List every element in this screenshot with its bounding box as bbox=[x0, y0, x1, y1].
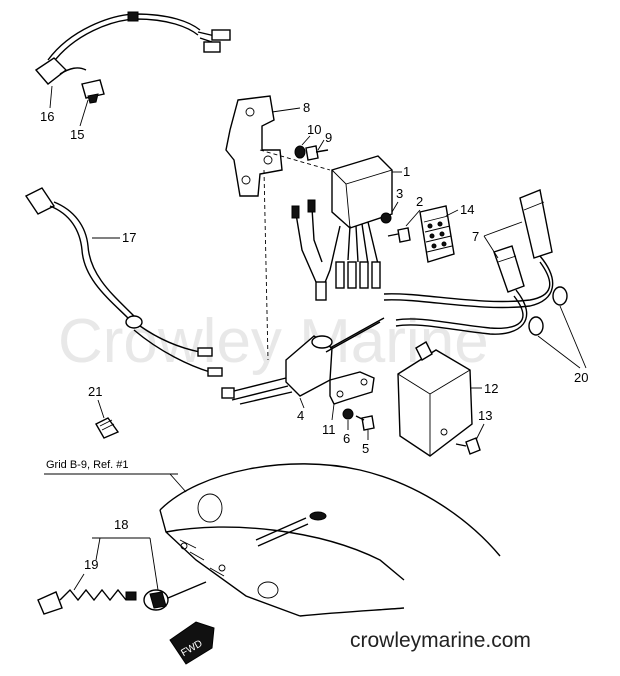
part-13-screw bbox=[455, 437, 481, 455]
part-8-bracket bbox=[225, 95, 331, 197]
part-11-bracket bbox=[329, 371, 375, 405]
part-6-washer bbox=[342, 408, 354, 420]
callout-1: 1 bbox=[403, 164, 410, 179]
callout-12: 12 bbox=[484, 381, 498, 396]
part-14-terminal-block bbox=[419, 205, 455, 263]
part-7-plug-cap bbox=[493, 189, 553, 293]
callout-13: 13 bbox=[478, 408, 492, 423]
callout-21: 21 bbox=[88, 384, 102, 399]
callout-19: 19 bbox=[84, 557, 98, 572]
part-15-sensor bbox=[81, 79, 105, 104]
callout-3: 3 bbox=[396, 186, 403, 201]
part-21-plug bbox=[95, 417, 120, 439]
part-20-ht-leads bbox=[383, 255, 568, 336]
callout-14: 14 bbox=[460, 202, 474, 217]
part-16-cable bbox=[34, 11, 231, 85]
callout-18: 18 bbox=[114, 517, 128, 532]
callout-7: 7 bbox=[472, 229, 479, 244]
fwd-arrow-icon: FWD bbox=[169, 621, 215, 665]
callout-10: 10 bbox=[307, 122, 321, 137]
callout-9: 9 bbox=[325, 130, 332, 145]
part-10-washer bbox=[294, 145, 306, 159]
callout-5: 5 bbox=[362, 441, 369, 456]
callout-11: 11 bbox=[322, 422, 336, 437]
part-4-ignition-coil bbox=[221, 169, 385, 405]
part-9-screw bbox=[305, 145, 329, 161]
part-12-cover bbox=[397, 341, 473, 457]
lower-cowling bbox=[159, 463, 501, 617]
callout-17: 17 bbox=[122, 230, 136, 245]
footer-url: crowleymarine.com bbox=[350, 629, 531, 652]
part-3-washer bbox=[380, 212, 392, 224]
callout-2: 2 bbox=[416, 194, 423, 209]
callout-20: 20 bbox=[574, 370, 588, 385]
callout-6: 6 bbox=[343, 431, 350, 446]
callout-16: 16 bbox=[40, 109, 54, 124]
callout-4: 4 bbox=[297, 408, 304, 423]
part-5-screw bbox=[355, 415, 375, 431]
part-1-cdi-unit bbox=[291, 155, 393, 301]
part-2-screw bbox=[387, 227, 411, 243]
callout-15: 15 bbox=[70, 127, 84, 142]
callout-8: 8 bbox=[303, 100, 310, 115]
part-17-lead bbox=[24, 187, 223, 377]
grid-reference: Grid B-9, Ref. #1 bbox=[46, 459, 129, 471]
part-18-switch bbox=[143, 581, 207, 611]
part-19-spring bbox=[37, 588, 137, 615]
